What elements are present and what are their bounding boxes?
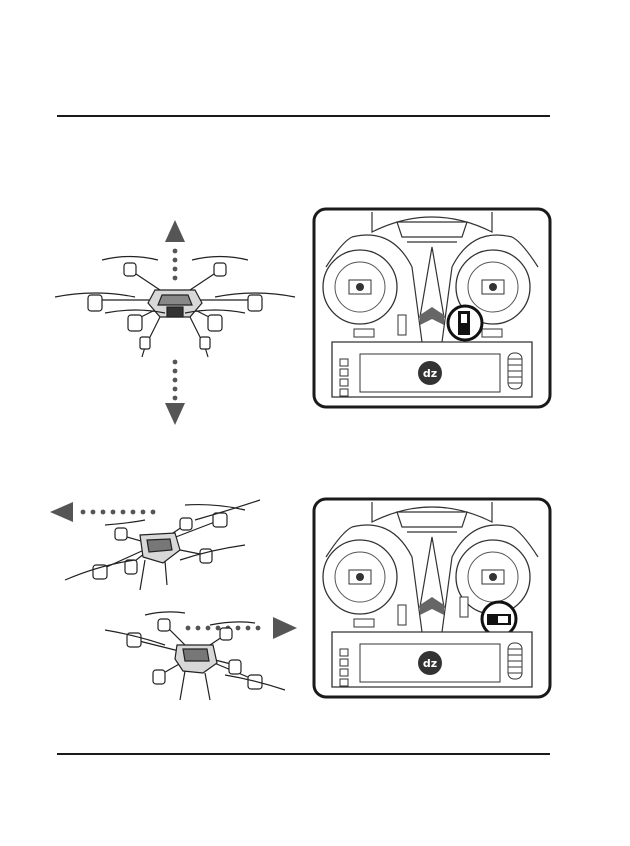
arrow-down-icon [165,360,185,425]
hexacopter-icon [105,612,285,700]
direction-trim-highlight-icon [482,602,516,636]
controller-logo: dz [423,657,437,670]
top-divider [57,115,550,117]
arrow-right-icon [186,617,297,639]
drone-vertical-illustration [50,215,310,430]
arrow-up-icon [165,220,185,280]
bottom-divider [57,753,550,755]
controller-throttle-trim: dz [312,207,552,409]
drone-lateral-illustration [45,495,305,720]
hexacopter-icon [55,257,295,358]
left-stick-icon [323,540,397,614]
controller-direction-trim: dz [312,497,552,699]
left-stick-icon [323,250,397,324]
arrow-left-icon [50,502,155,522]
controller-logo: dz [423,367,437,380]
throttle-trim-highlight-icon [448,306,482,340]
